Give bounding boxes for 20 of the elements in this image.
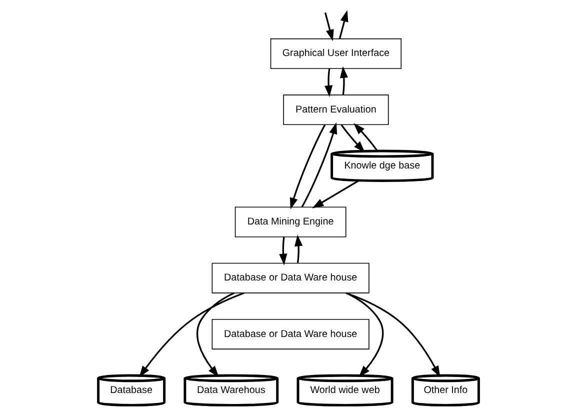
arrow [139, 292, 244, 378]
arrow [301, 122, 338, 208]
arrow [290, 124, 326, 210]
arrow [346, 292, 440, 378]
arrow [324, 68, 333, 98]
node-box: Data Mining Engine [234, 206, 346, 238]
arrow [196, 292, 235, 378]
arrow [294, 234, 303, 263]
node-box: Database or Data Ware house [212, 262, 370, 294]
arrow [340, 124, 365, 152]
arrow [340, 66, 348, 95]
arrow [346, 292, 384, 378]
arrow [312, 180, 359, 208]
node-box: Database or Data Ware house [212, 318, 370, 350]
arrow [354, 123, 378, 152]
node-box: Graphical User Interface [270, 38, 402, 69]
arrow [279, 237, 288, 266]
node-box: Pattern Evaluation [283, 94, 389, 126]
arrow [338, 10, 348, 39]
arrow [324, 12, 334, 42]
